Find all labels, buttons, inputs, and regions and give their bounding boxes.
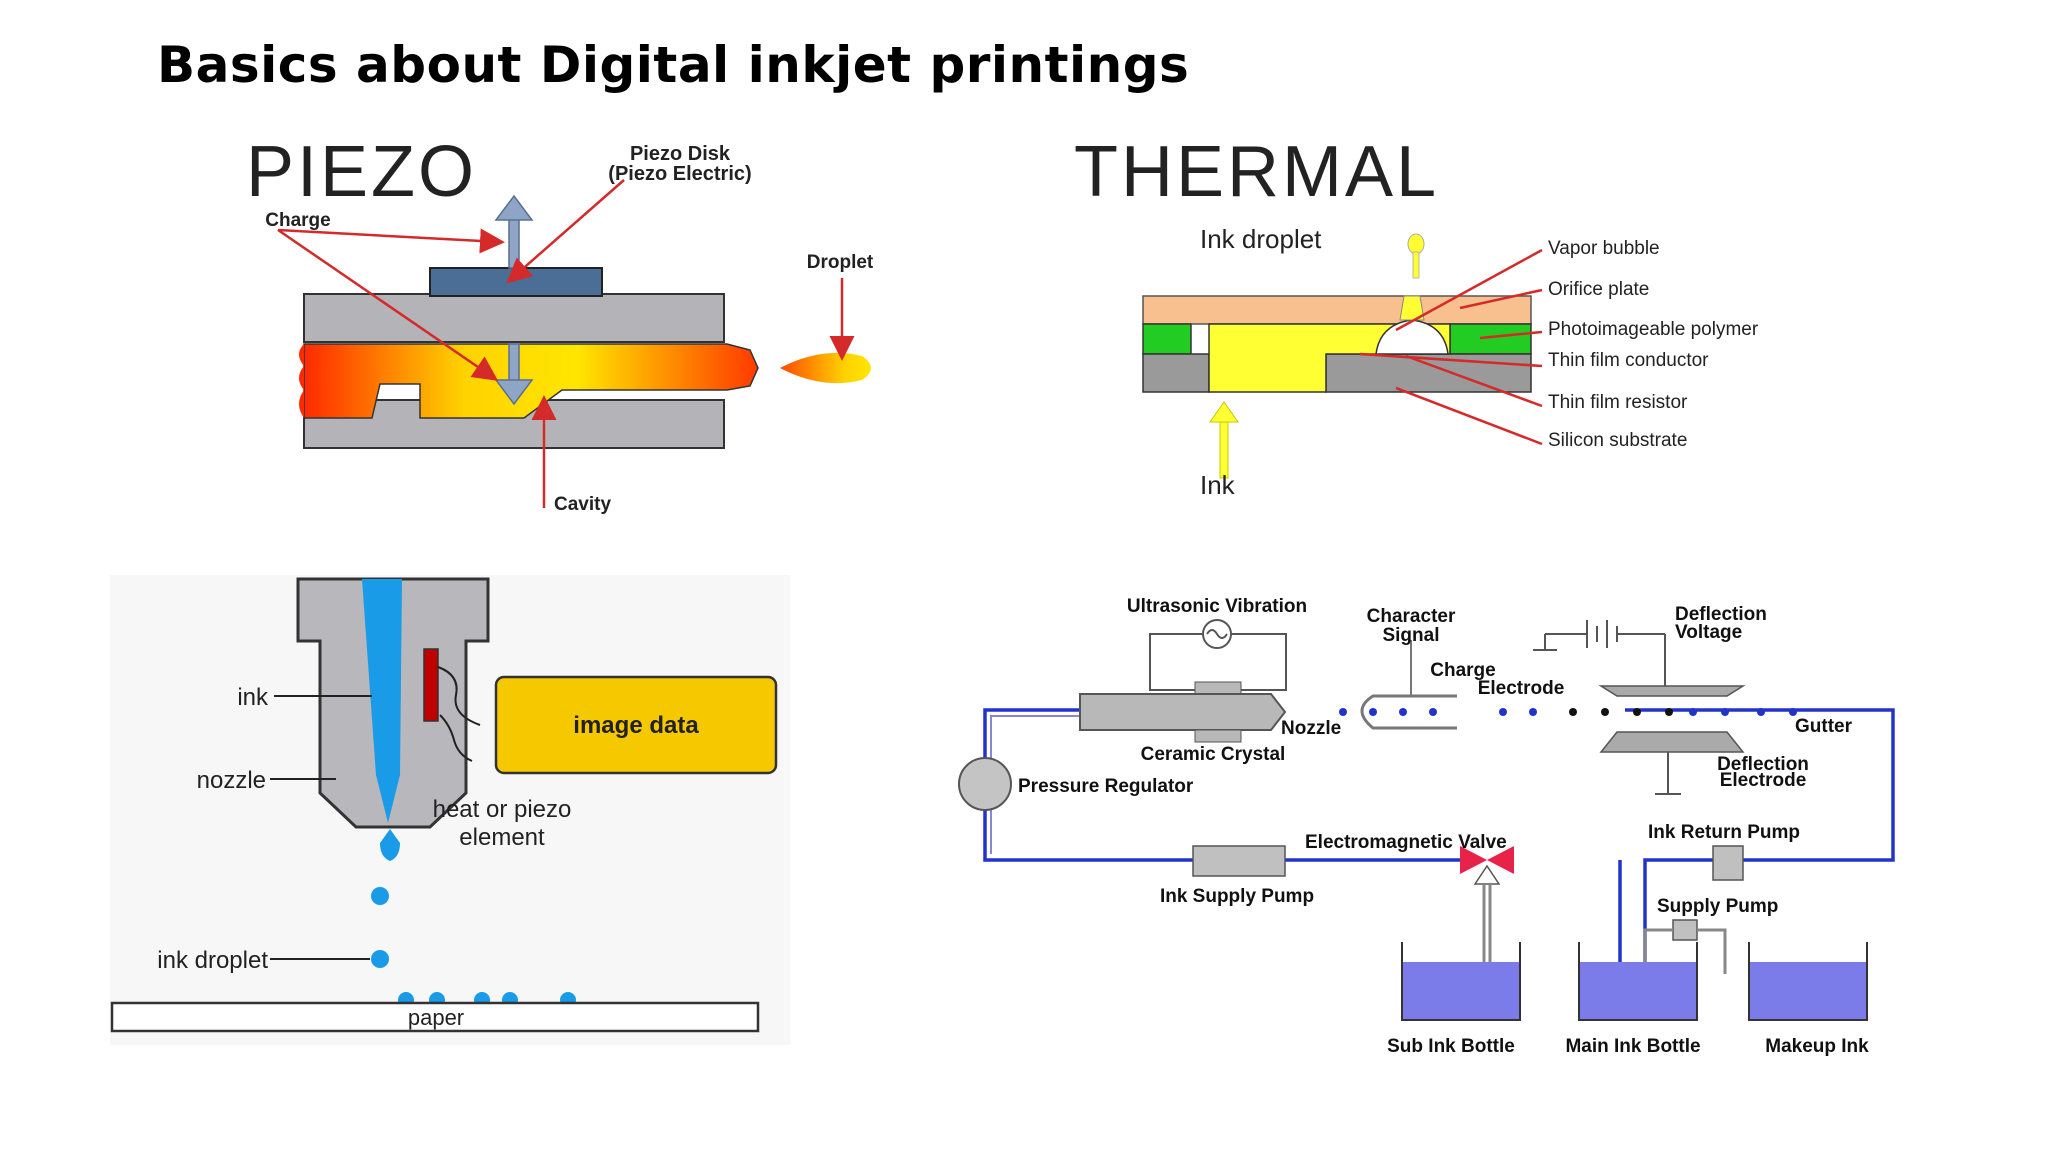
element-label-2: element — [459, 824, 545, 851]
label-deflection-voltage-2: Voltage — [1675, 622, 1742, 643]
piezo-charge-label: Charge — [265, 210, 330, 231]
label-sub-ink-bottle: Sub Ink Bottle — [1387, 1036, 1515, 1057]
thermal-orifice-plate — [1142, 295, 1532, 325]
label-thin-film-resistor: Thin film resistor — [1548, 392, 1688, 413]
thermal-diagram: THERMAL Ink droplet Ink Vapor bubble Ori… — [1060, 118, 1820, 518]
label-photoimageable-polymer: Photoimageable polymer — [1548, 319, 1759, 340]
ink-supply-pump — [1192, 845, 1286, 877]
ink-label: ink — [237, 684, 269, 711]
pressure-regulator — [958, 757, 1012, 811]
deflection-plate-bottom — [1599, 731, 1745, 753]
ceramic-crystal — [1079, 693, 1287, 731]
thermal-substrate-right — [1325, 353, 1532, 393]
deflection-plate-top — [1598, 685, 1746, 697]
thermal-heading: THERMAL — [1074, 132, 1439, 212]
paper-label: paper — [408, 1005, 464, 1030]
thermal-ink-arrow — [1209, 401, 1239, 479]
ink-droplet-label: ink droplet — [157, 947, 268, 974]
label-deflection-electrode-1: Deflection — [1717, 754, 1809, 775]
label-charge-electrode-2: Electrode — [1478, 678, 1565, 699]
label-nozzle: Nozzle — [1281, 718, 1341, 739]
thermal-polymer-left — [1142, 323, 1192, 355]
piezo-droplet — [780, 352, 871, 384]
label-character-1: Character — [1367, 606, 1456, 627]
sub-ink-bottle — [1401, 942, 1521, 1021]
nozzle-label: nozzle — [197, 767, 266, 794]
piezo-cavity-label: Cavity — [554, 494, 611, 515]
piezo-motion-arrows — [494, 194, 534, 406]
label-ultrasonic-vibration: Ultrasonic Vibration — [1127, 596, 1307, 617]
element-label-1: heat or piezo — [433, 796, 572, 823]
piezo-disk — [429, 267, 603, 297]
makeup-ink-bottle — [1748, 942, 1868, 1021]
label-makeup-ink: Makeup Ink — [1765, 1036, 1869, 1057]
image-data-box — [494, 675, 778, 775]
piezo-housing-top — [303, 293, 725, 343]
label-ceramic-crystal: Ceramic Crystal — [1141, 744, 1286, 765]
label-electromagnetic-valve: Electromagnetic Valve — [1305, 832, 1507, 853]
thermal-substrate-left — [1142, 353, 1210, 393]
thermal-ink-label: Ink — [1200, 470, 1236, 500]
main-ink-bottle — [1578, 942, 1698, 1021]
charge-electrode — [1360, 694, 1457, 730]
label-vapor-bubble: Vapor bubble — [1548, 238, 1660, 259]
image-data-label: image data — [573, 712, 699, 739]
electromagnetic-valve — [1460, 846, 1514, 874]
thermal-ink-droplet-label: Ink droplet — [1200, 224, 1322, 254]
label-deflection-electrode-2: Electrode — [1720, 770, 1807, 791]
thermal-ink-droplet — [1407, 233, 1425, 255]
piezo-droplet-label: Droplet — [807, 252, 874, 273]
label-ink-return-pump: Ink Return Pump — [1648, 822, 1800, 843]
label-supply-pump: Supply Pump — [1657, 896, 1778, 917]
nozzle-diagram: image data paper ink nozzle ink droplet … — [110, 575, 790, 1045]
ink-return-pump — [1712, 845, 1744, 881]
piezo-disk-label-2: (Piezo Electric) — [608, 163, 751, 185]
label-pressure-regulator: Pressure Regulator — [1018, 776, 1194, 797]
heat-piezo-element — [423, 648, 439, 722]
paper — [110, 1001, 760, 1033]
label-orifice-plate: Orifice plate — [1548, 279, 1649, 300]
label-ink-supply-pump: Ink Supply Pump — [1160, 886, 1314, 907]
piezo-diagram: PIEZO Piezo Disk (Piezo Electric) Charge… — [232, 118, 932, 538]
piezo-disk-label-1: Piezo Disk — [630, 143, 731, 165]
piezo-heading: PIEZO — [246, 132, 477, 212]
label-deflection-voltage-1: Deflection — [1675, 604, 1767, 625]
label-character-2: Signal — [1382, 625, 1439, 646]
thermal-polymer-right — [1449, 323, 1532, 355]
continuous-inkjet-diagram: Ultrasonic Vibration Character Signal De… — [955, 590, 1910, 1060]
label-thin-film-conductor: Thin film conductor — [1548, 350, 1709, 371]
drop-stream — [1339, 708, 1797, 716]
supply-pump — [1672, 919, 1698, 941]
nozzle-ink-channel — [362, 579, 402, 823]
label-main-ink-bottle: Main Ink Bottle — [1565, 1036, 1700, 1057]
label-gutter: Gutter — [1795, 716, 1853, 737]
slide-title: Basics about Digital inkjet printings — [157, 36, 1190, 94]
label-silicon-substrate: Silicon substrate — [1548, 430, 1687, 451]
label-charge-electrode-1: Charge — [1430, 660, 1495, 681]
